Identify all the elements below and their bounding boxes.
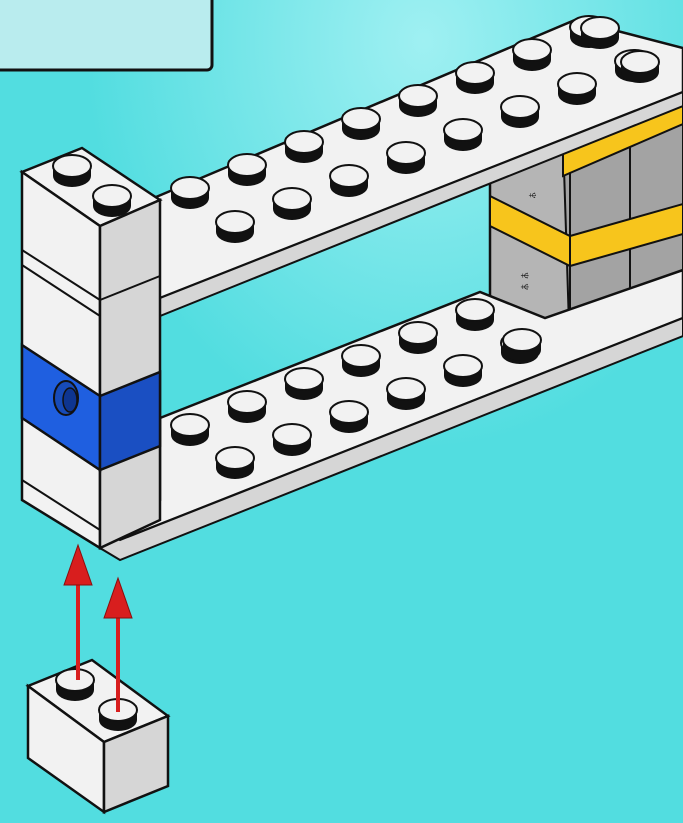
stud [581, 17, 619, 49]
stud [444, 355, 482, 387]
stud [444, 119, 482, 151]
stud [273, 188, 311, 220]
stud [399, 322, 437, 354]
stud [456, 299, 494, 331]
stud [273, 424, 311, 456]
stud [558, 73, 596, 105]
stud [387, 378, 425, 410]
stud [53, 155, 91, 187]
stud [56, 669, 94, 701]
stud [228, 154, 266, 186]
stud [503, 329, 541, 361]
stud [330, 165, 368, 197]
stud [513, 39, 551, 71]
stud [342, 345, 380, 377]
stud [228, 391, 266, 423]
stud [501, 96, 539, 128]
stud [621, 51, 659, 83]
vertical-column [22, 148, 160, 548]
stud [399, 85, 437, 117]
stud [342, 108, 380, 140]
stud [93, 185, 131, 217]
stud [216, 211, 254, 243]
stud [330, 401, 368, 433]
stud [216, 447, 254, 479]
stud [171, 414, 209, 446]
stud [285, 368, 323, 400]
stud [285, 131, 323, 163]
stud [171, 177, 209, 209]
stud [387, 142, 425, 174]
part-marking: ♆ [525, 190, 541, 201]
stud [456, 62, 494, 94]
part-marking: ♆♆ [516, 270, 533, 293]
callout-box [0, 0, 212, 70]
